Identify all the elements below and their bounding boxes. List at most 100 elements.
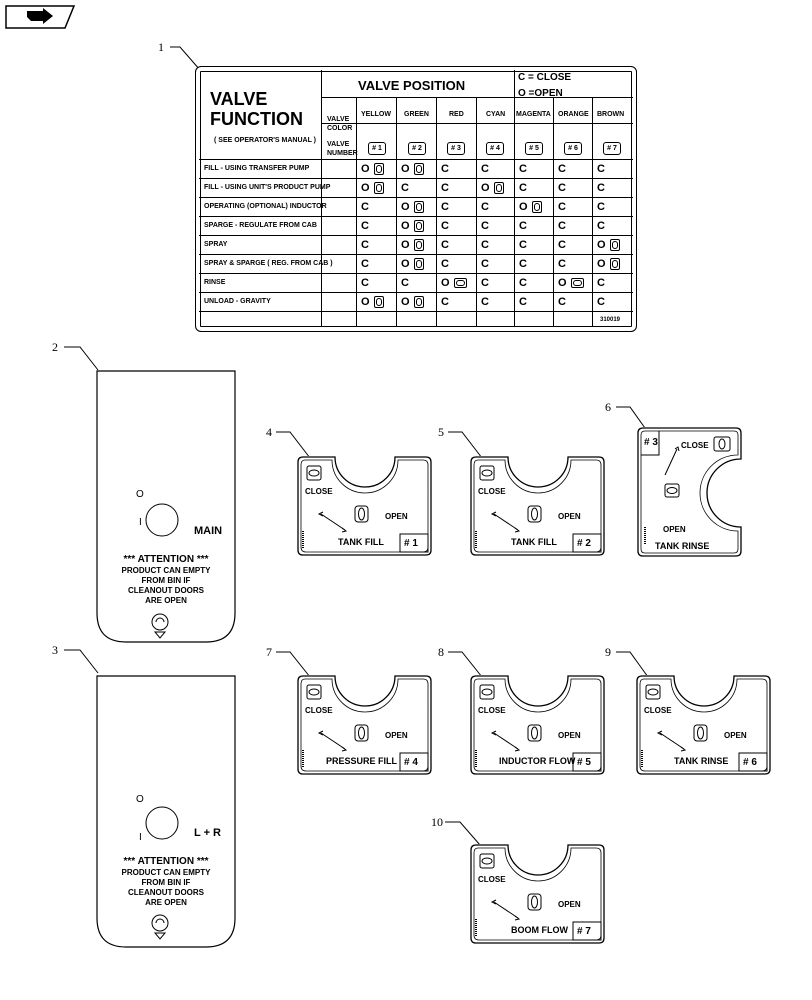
close-label: CLOSE	[478, 706, 506, 715]
open-label: OPEN	[385, 512, 408, 521]
valve-cell: O	[401, 200, 424, 213]
row-label: SPRAY	[204, 241, 228, 248]
valve-cell: C	[441, 295, 449, 308]
close-label: CLOSE	[644, 706, 672, 715]
decal-name: PRESSURE FILL	[326, 756, 398, 766]
valve-cell: C	[597, 295, 605, 308]
valve-cell: C	[558, 257, 566, 270]
color-brown: BROWN	[597, 111, 625, 118]
close-label: CLOSE	[478, 875, 506, 884]
valve-handle-icon	[373, 295, 384, 308]
valve-cell: C	[401, 276, 409, 289]
decal-name: TANK FILL	[338, 537, 384, 547]
warning-line: CLEANOUT DOORS	[128, 888, 204, 897]
valve-cell: C	[441, 162, 449, 175]
decal-name: INDUCTOR FLOW	[499, 756, 576, 766]
valve-cell: C	[441, 219, 449, 232]
valve-cell: C	[519, 238, 527, 251]
callout-4: 4	[266, 425, 272, 439]
decal-number: # 5	[577, 757, 591, 768]
decal-name: TANK FILL	[511, 537, 557, 547]
callout-2: 2	[52, 340, 58, 354]
part-number: 310019	[600, 317, 621, 323]
close-label: CLOSE	[305, 487, 333, 496]
warning-line: FROM BIN IF	[141, 878, 191, 887]
valve-cell: O	[361, 295, 384, 308]
valve-cell: C	[558, 295, 566, 308]
row-label: UNLOAD - GRAVITY	[204, 298, 271, 305]
decal-number: # 6	[743, 757, 757, 768]
valve-cell: C	[361, 200, 369, 213]
valve-cell: O	[597, 257, 620, 270]
valve-number-3: # 3	[447, 142, 465, 155]
valve-cell: C	[519, 295, 527, 308]
color-yellow: YELLOW	[361, 111, 391, 118]
valve-cell: O	[401, 257, 424, 270]
valve-cell: C	[597, 200, 605, 213]
valve-cell: C	[519, 181, 527, 194]
valve-cell: C	[441, 238, 449, 251]
color-red: RED	[449, 111, 464, 118]
warning-line: PRODUCT CAN EMPTY	[121, 868, 211, 877]
valve-cell: C	[481, 162, 489, 175]
decal-number: # 7	[577, 926, 591, 937]
close-label: CLOSE	[305, 706, 333, 715]
valve-cell: C	[558, 238, 566, 251]
valve-handle-icon	[570, 277, 584, 288]
valve-handle-icon	[609, 257, 620, 270]
valve-number-7: # 7	[603, 142, 621, 155]
decal-name: TANK RINSE	[655, 541, 710, 551]
decal-name: TANK RINSE	[674, 756, 729, 766]
valve-handle-icon	[413, 162, 424, 175]
color-cyan: CYAN	[486, 111, 506, 118]
callout-5: 5	[438, 425, 444, 439]
callout-3: 3	[52, 643, 58, 657]
valve-cell: C	[481, 295, 489, 308]
bin-panel-main: O I MAIN *** ATTENTION *** PRODUCT CAN E…	[96, 370, 236, 643]
valve-cell: O	[361, 181, 384, 194]
valve-cell: C	[361, 276, 369, 289]
valve-cell: C	[481, 238, 489, 251]
valve-handle-icon	[373, 162, 384, 175]
panel-side-label: L + R	[194, 827, 222, 839]
decal-name: BOOM FLOW	[511, 925, 568, 935]
decal-number: # 3	[644, 437, 658, 448]
valve-number-6: # 6	[564, 142, 582, 155]
valve-number-label: VALVE NUMBER	[327, 141, 358, 157]
attention-heading: *** ATTENTION ***	[123, 554, 209, 565]
valve-cell: O	[597, 238, 620, 251]
legend-open: O =OPEN	[518, 88, 563, 99]
valve-cell: C	[597, 219, 605, 232]
valve-cell: O	[401, 295, 424, 308]
warning-line: FROM BIN IF	[141, 576, 191, 585]
valve-cell: C	[441, 257, 449, 270]
valve-cell: C	[558, 181, 566, 194]
valve-cell: O	[441, 276, 467, 289]
valve-cell: C	[519, 219, 527, 232]
panel-o-label: O	[136, 794, 144, 805]
valve-handle-icon	[413, 219, 424, 232]
valve-handle-icon	[413, 238, 424, 251]
chart-title-line2: FUNCTION	[210, 109, 303, 129]
valve-handle-icon	[453, 277, 467, 288]
callout-7: 7	[266, 645, 272, 659]
valve-handle-icon	[531, 200, 542, 213]
panel-side-label: MAIN	[194, 525, 223, 537]
valve-cell: C	[481, 257, 489, 270]
callout-1: 1	[158, 40, 164, 54]
nav-arrow-button[interactable]	[5, 5, 76, 29]
valve-cell: C	[361, 219, 369, 232]
row-label: SPARGE - REGULATE FROM CAB	[204, 222, 317, 229]
valve-cell: O	[558, 276, 584, 289]
valve-handle-icon	[373, 181, 384, 194]
valve-number-4: # 4	[486, 142, 504, 155]
panel-i-label: I	[139, 517, 142, 528]
callout-10: 10	[431, 815, 443, 829]
